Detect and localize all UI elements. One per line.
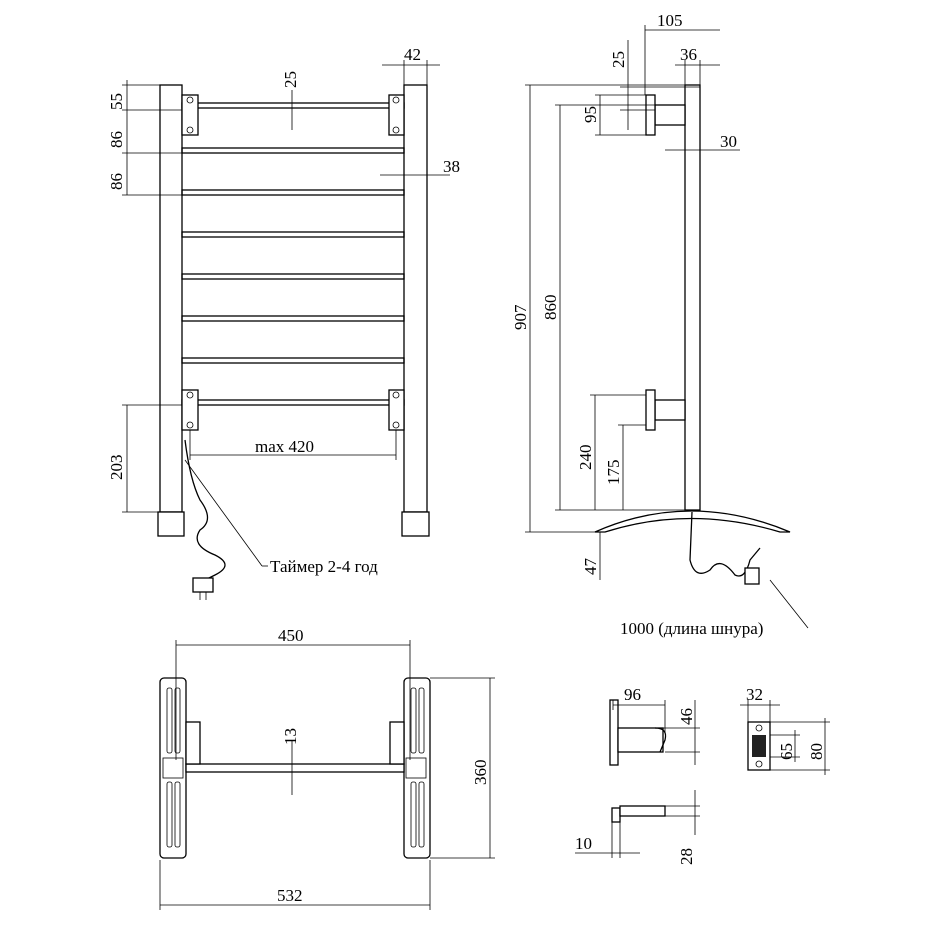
dim-907: 907 bbox=[511, 304, 530, 330]
left-foot-top bbox=[159, 677, 187, 859]
dim-30: 30 bbox=[720, 132, 737, 151]
left-foot bbox=[157, 511, 185, 537]
dim-80: 80 bbox=[807, 743, 826, 760]
side-post bbox=[684, 84, 701, 511]
dim-10: 10 bbox=[575, 834, 592, 853]
plug-icon bbox=[192, 577, 214, 593]
left-post bbox=[159, 84, 183, 513]
dim-25: 25 bbox=[281, 71, 300, 88]
side-cord bbox=[689, 511, 761, 577]
detail-views: 96 46 10 28 32 65 80 bbox=[575, 685, 830, 865]
dim-86-b: 86 bbox=[107, 173, 126, 190]
wall-brackets bbox=[181, 94, 405, 431]
dim-55: 55 bbox=[107, 93, 126, 110]
timer-label: Таймер 2-4 год bbox=[270, 557, 378, 576]
right-foot bbox=[401, 511, 430, 537]
dim-36: 36 bbox=[680, 45, 697, 64]
dim-240: 240 bbox=[576, 445, 595, 471]
dim-95: 95 bbox=[581, 106, 600, 123]
side-plug-icon bbox=[744, 567, 760, 585]
cord-length-label: 1000 (длина шнура) bbox=[620, 619, 763, 638]
dim-46: 46 bbox=[677, 708, 696, 725]
power-cord bbox=[184, 439, 226, 581]
dim-28: 28 bbox=[677, 848, 696, 865]
crossbars bbox=[181, 102, 405, 406]
dim-96: 96 bbox=[624, 685, 641, 704]
dim-175: 175 bbox=[604, 460, 623, 486]
bracket-detail bbox=[609, 699, 619, 766]
dim-360: 360 bbox=[471, 760, 490, 786]
side-view: 105 25 36 95 30 907 860 240 175 47 1000 … bbox=[511, 11, 809, 638]
dim-42: 42 bbox=[404, 45, 421, 64]
dim-860: 860 bbox=[541, 295, 560, 321]
top-view: 450 13 360 532 bbox=[159, 626, 495, 910]
dim-13: 13 bbox=[281, 728, 300, 745]
dim-max-420: max 420 bbox=[255, 437, 314, 456]
dim-47: 47 bbox=[581, 558, 600, 576]
dim-105: 105 bbox=[657, 11, 683, 30]
side-base bbox=[594, 510, 791, 533]
dim-450: 450 bbox=[278, 626, 304, 645]
right-post bbox=[403, 84, 428, 513]
dim-32: 32 bbox=[746, 685, 763, 704]
dim-25-side: 25 bbox=[609, 51, 628, 68]
center-bar bbox=[185, 763, 405, 773]
dim-65: 65 bbox=[777, 743, 796, 760]
front-view: 55 86 86 25 42 38 203 max 420 Таймер 2-4… bbox=[107, 45, 460, 600]
dim-86-a: 86 bbox=[107, 131, 126, 148]
dim-38: 38 bbox=[443, 157, 460, 176]
dim-203: 203 bbox=[107, 455, 126, 481]
dim-532: 532 bbox=[277, 886, 303, 905]
